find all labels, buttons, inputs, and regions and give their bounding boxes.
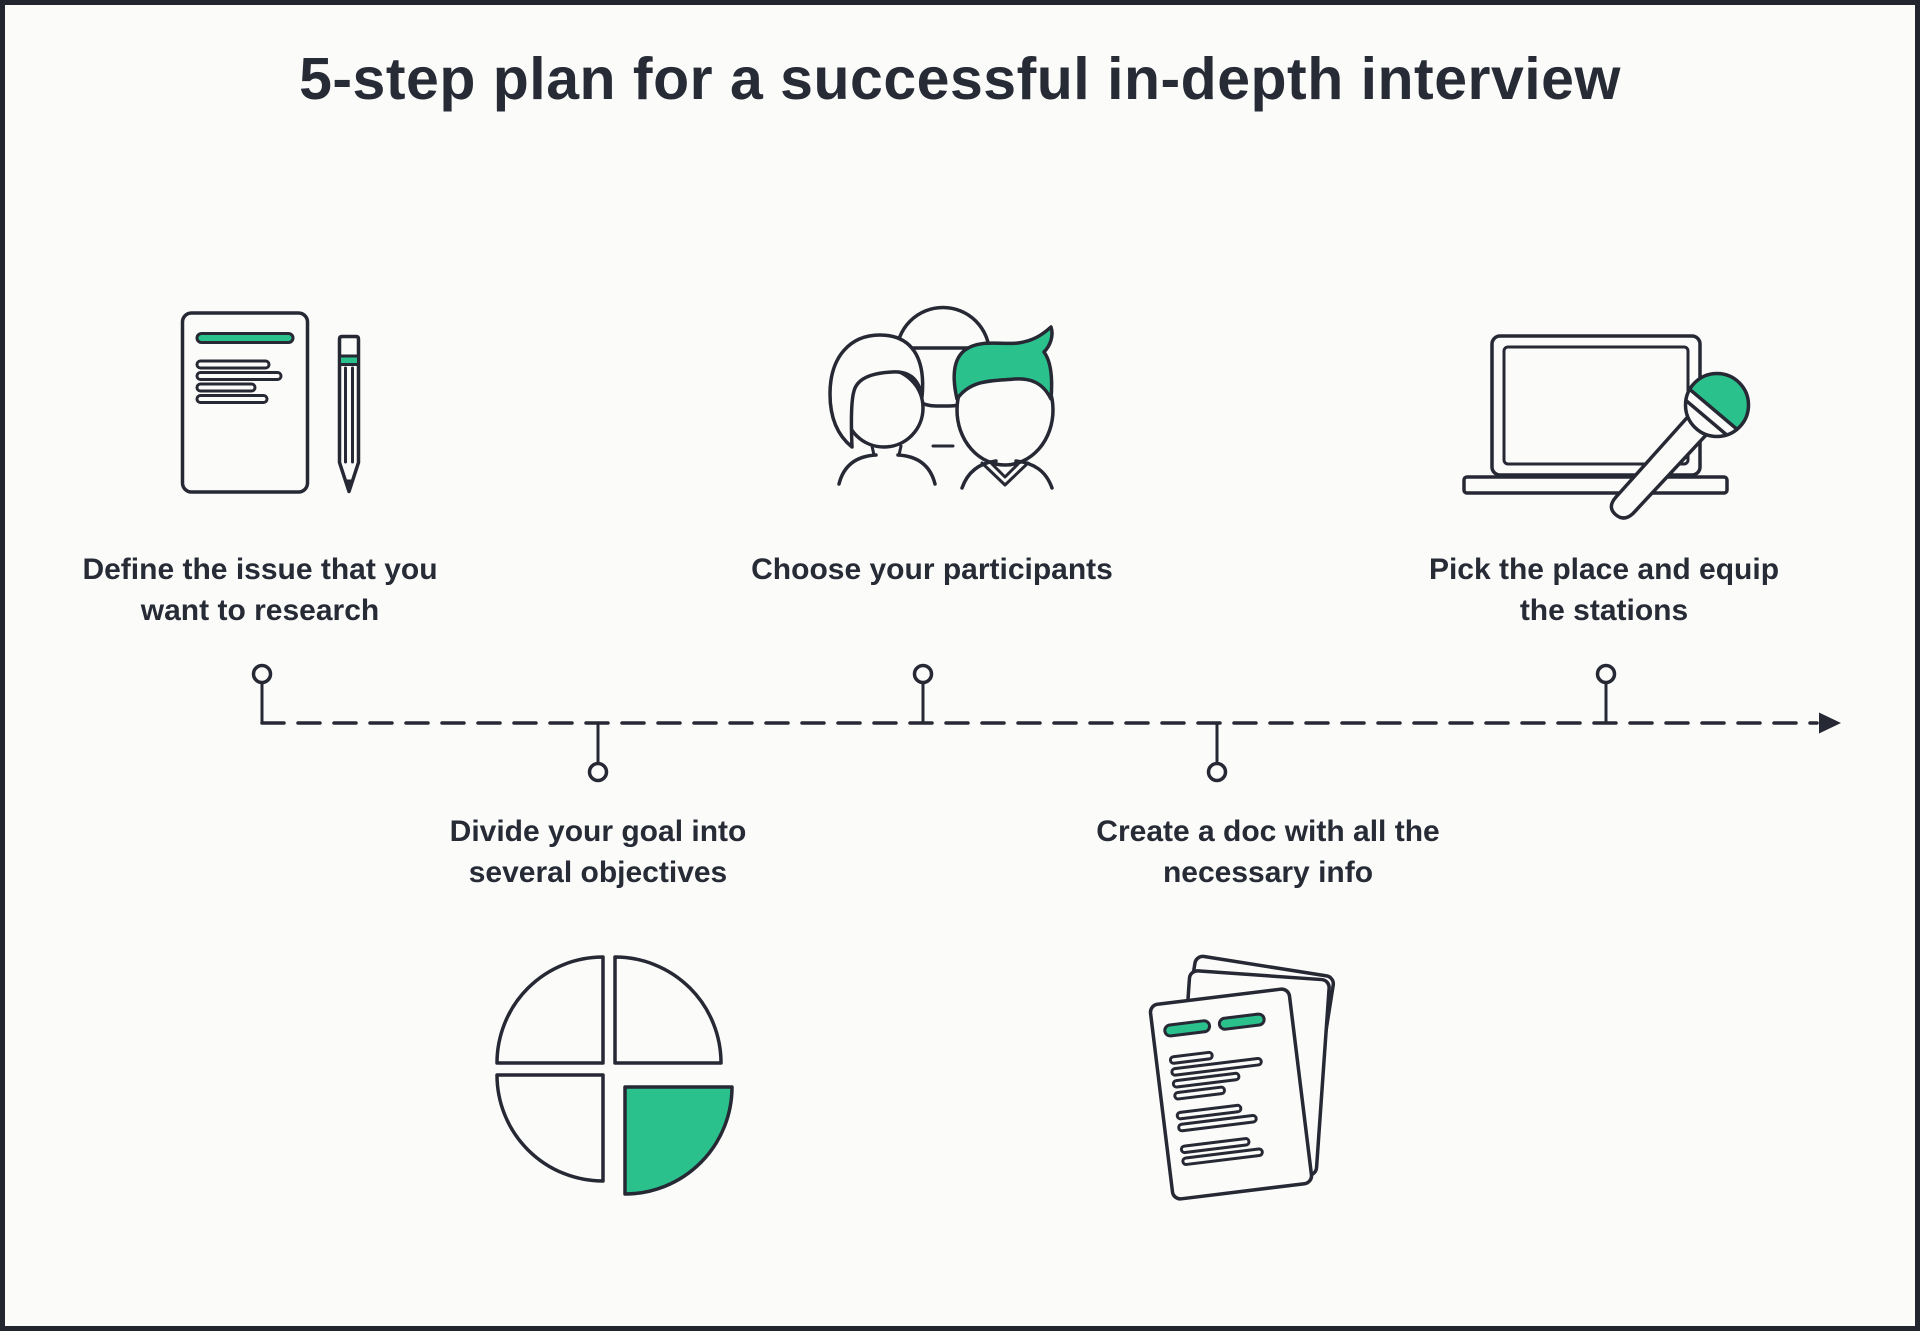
timeline-marker-step-3 [912, 663, 934, 725]
step-4-label-line-2: necessary info [1162, 856, 1374, 889]
timeline [251, 663, 1841, 783]
step-2-label-line-1: Divide your goal into [449, 815, 747, 848]
document-pencil-icon [180, 311, 361, 494]
step-1-label-line-1: Define the issue that you [82, 553, 438, 586]
step-5-label: Pick the place and equip the stations [1429, 549, 1779, 631]
step-3-label-line-1: Choose your participants [751, 553, 1113, 586]
timeline-arrowhead-icon [1819, 712, 1841, 734]
step-1-label: Define the issue that you want to resear… [82, 549, 437, 631]
timeline-marker-step-4 [1206, 721, 1228, 783]
laptop-microphone-icon [1462, 334, 1751, 520]
step-5-label-line-2: the stations [1519, 594, 1689, 627]
step-5-label-line-1: Pick the place and equip [1428, 553, 1780, 586]
step-1-label-line-2: want to research [140, 594, 380, 627]
timeline-marker-step-5 [1595, 663, 1617, 725]
step-2-label: Divide your goal into several objectives [450, 811, 747, 893]
document-stack-icon [1148, 954, 1336, 1201]
timeline-marker-step-2 [587, 721, 609, 783]
participants-icon [828, 305, 1055, 490]
timeline-marker-step-1 [251, 663, 273, 725]
step-2-label-line-2: several objectives [468, 856, 728, 889]
step-4-label-line-1: Create a doc with all the [1096, 815, 1440, 848]
step-3-label: Choose your participants [751, 549, 1113, 590]
pie-chart-icon [495, 955, 734, 1196]
page-title: 5-step plan for a successful in-depth in… [299, 46, 1621, 112]
step-4-label: Create a doc with all the necessary info [1096, 811, 1439, 893]
